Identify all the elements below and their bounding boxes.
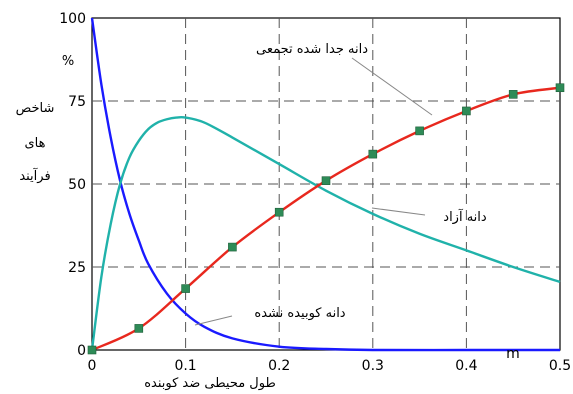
series-cumulative-marker-2 xyxy=(181,284,190,293)
series-free-line xyxy=(90,115,561,351)
annotation-uncrushed: دانه کوبیده نشده xyxy=(254,306,345,321)
x-unit-label: m xyxy=(506,346,520,362)
y-axis-label-line-3: فرآیند xyxy=(19,167,50,184)
y-tick-label: 50 xyxy=(68,177,86,193)
series-cumulative-marker-4 xyxy=(274,207,284,217)
x-tick-label: 0.1 xyxy=(174,358,196,374)
x-tick-label: 0.4 xyxy=(455,358,477,374)
tick-labels: 0 0.1 0.2 0.3 0.4 0.5 0 25 50 75 100 xyxy=(59,11,571,374)
x-tick-label: 0 xyxy=(88,358,97,374)
annotation-free: دانه آزاد xyxy=(443,208,487,225)
annotations: دانه جدا شده تجمعی دانه آزاد دانه کوبیده… xyxy=(194,42,487,326)
x-tick-label: 0.2 xyxy=(268,358,290,374)
y-tick-label: 75 xyxy=(68,94,86,110)
x-tick-label: 0.5 xyxy=(549,358,571,374)
y-tick-label: 100 xyxy=(59,11,86,27)
y-axis-label-line-2: های xyxy=(25,136,46,151)
series-cumulative-marker-9 xyxy=(508,90,518,99)
series-layer xyxy=(87,17,565,355)
y-tick-label: 0 xyxy=(77,343,86,359)
annotation-leader-cumulative xyxy=(351,57,433,116)
y-unit-label: % xyxy=(62,54,74,69)
x-tick-label: 0.3 xyxy=(362,358,384,374)
series-cumulative-marker-5 xyxy=(321,176,331,185)
x-axis-label: طول محیطی ضد کوبنده xyxy=(144,376,276,391)
series-uncrushed-line xyxy=(90,17,560,352)
series-cumulative-marker-1 xyxy=(134,324,144,333)
annotation-cumulative: دانه جدا شده تجمعی xyxy=(256,42,368,57)
series-cumulative-marker-6 xyxy=(368,149,378,159)
series-cumulative-marker-3 xyxy=(228,242,237,252)
y-axis-label-line-1: شاخص xyxy=(16,101,55,116)
series-cumulative-marker-0 xyxy=(87,345,97,355)
annotation-leader-free xyxy=(371,207,426,216)
series-cumulative-marker-7 xyxy=(415,126,424,136)
series-cumulative-marker-8 xyxy=(462,106,471,116)
y-tick-label: 25 xyxy=(68,260,86,276)
series-cumulative-marker-10 xyxy=(555,83,565,93)
annotation-leader-uncrushed xyxy=(194,315,233,326)
